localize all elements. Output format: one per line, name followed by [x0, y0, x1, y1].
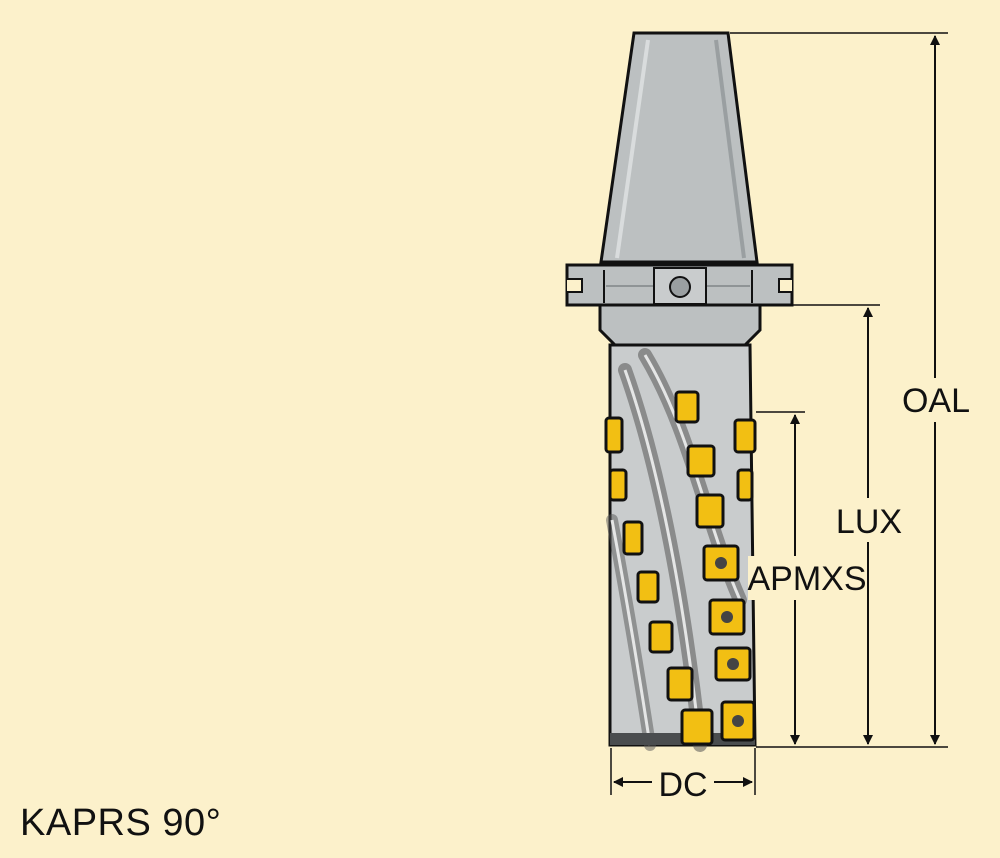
drive-slot-hole [669, 276, 691, 298]
insert [733, 418, 757, 454]
insert [695, 493, 725, 529]
insert [708, 598, 746, 636]
apmxs-label: APMXS [747, 560, 866, 598]
dc-label: DC [658, 766, 707, 804]
insert [720, 700, 756, 742]
holder-neck [598, 303, 762, 347]
insert [674, 390, 700, 424]
dimension-dc: DC [613, 762, 753, 804]
insert [666, 666, 694, 702]
insert [648, 620, 674, 654]
lux-label: LUX [836, 503, 902, 541]
dimension-apmxs: APMXS [747, 414, 867, 745]
insert [736, 468, 754, 502]
lead-angle-label: KAPRS 90° [20, 802, 222, 844]
holder-taper [599, 31, 759, 264]
dimension-lux: LUX [832, 307, 904, 745]
inserts [604, 390, 757, 746]
insert [686, 444, 716, 478]
insert [702, 544, 740, 582]
insert [622, 520, 644, 556]
extension-lines [610, 32, 948, 795]
insert [680, 708, 714, 746]
insert [604, 416, 624, 454]
holder-flange [565, 263, 794, 307]
insert [714, 646, 752, 682]
dimension-oal: OAL [900, 35, 972, 745]
insert [636, 570, 660, 604]
insert [608, 468, 628, 502]
oal-label: OAL [902, 382, 970, 420]
